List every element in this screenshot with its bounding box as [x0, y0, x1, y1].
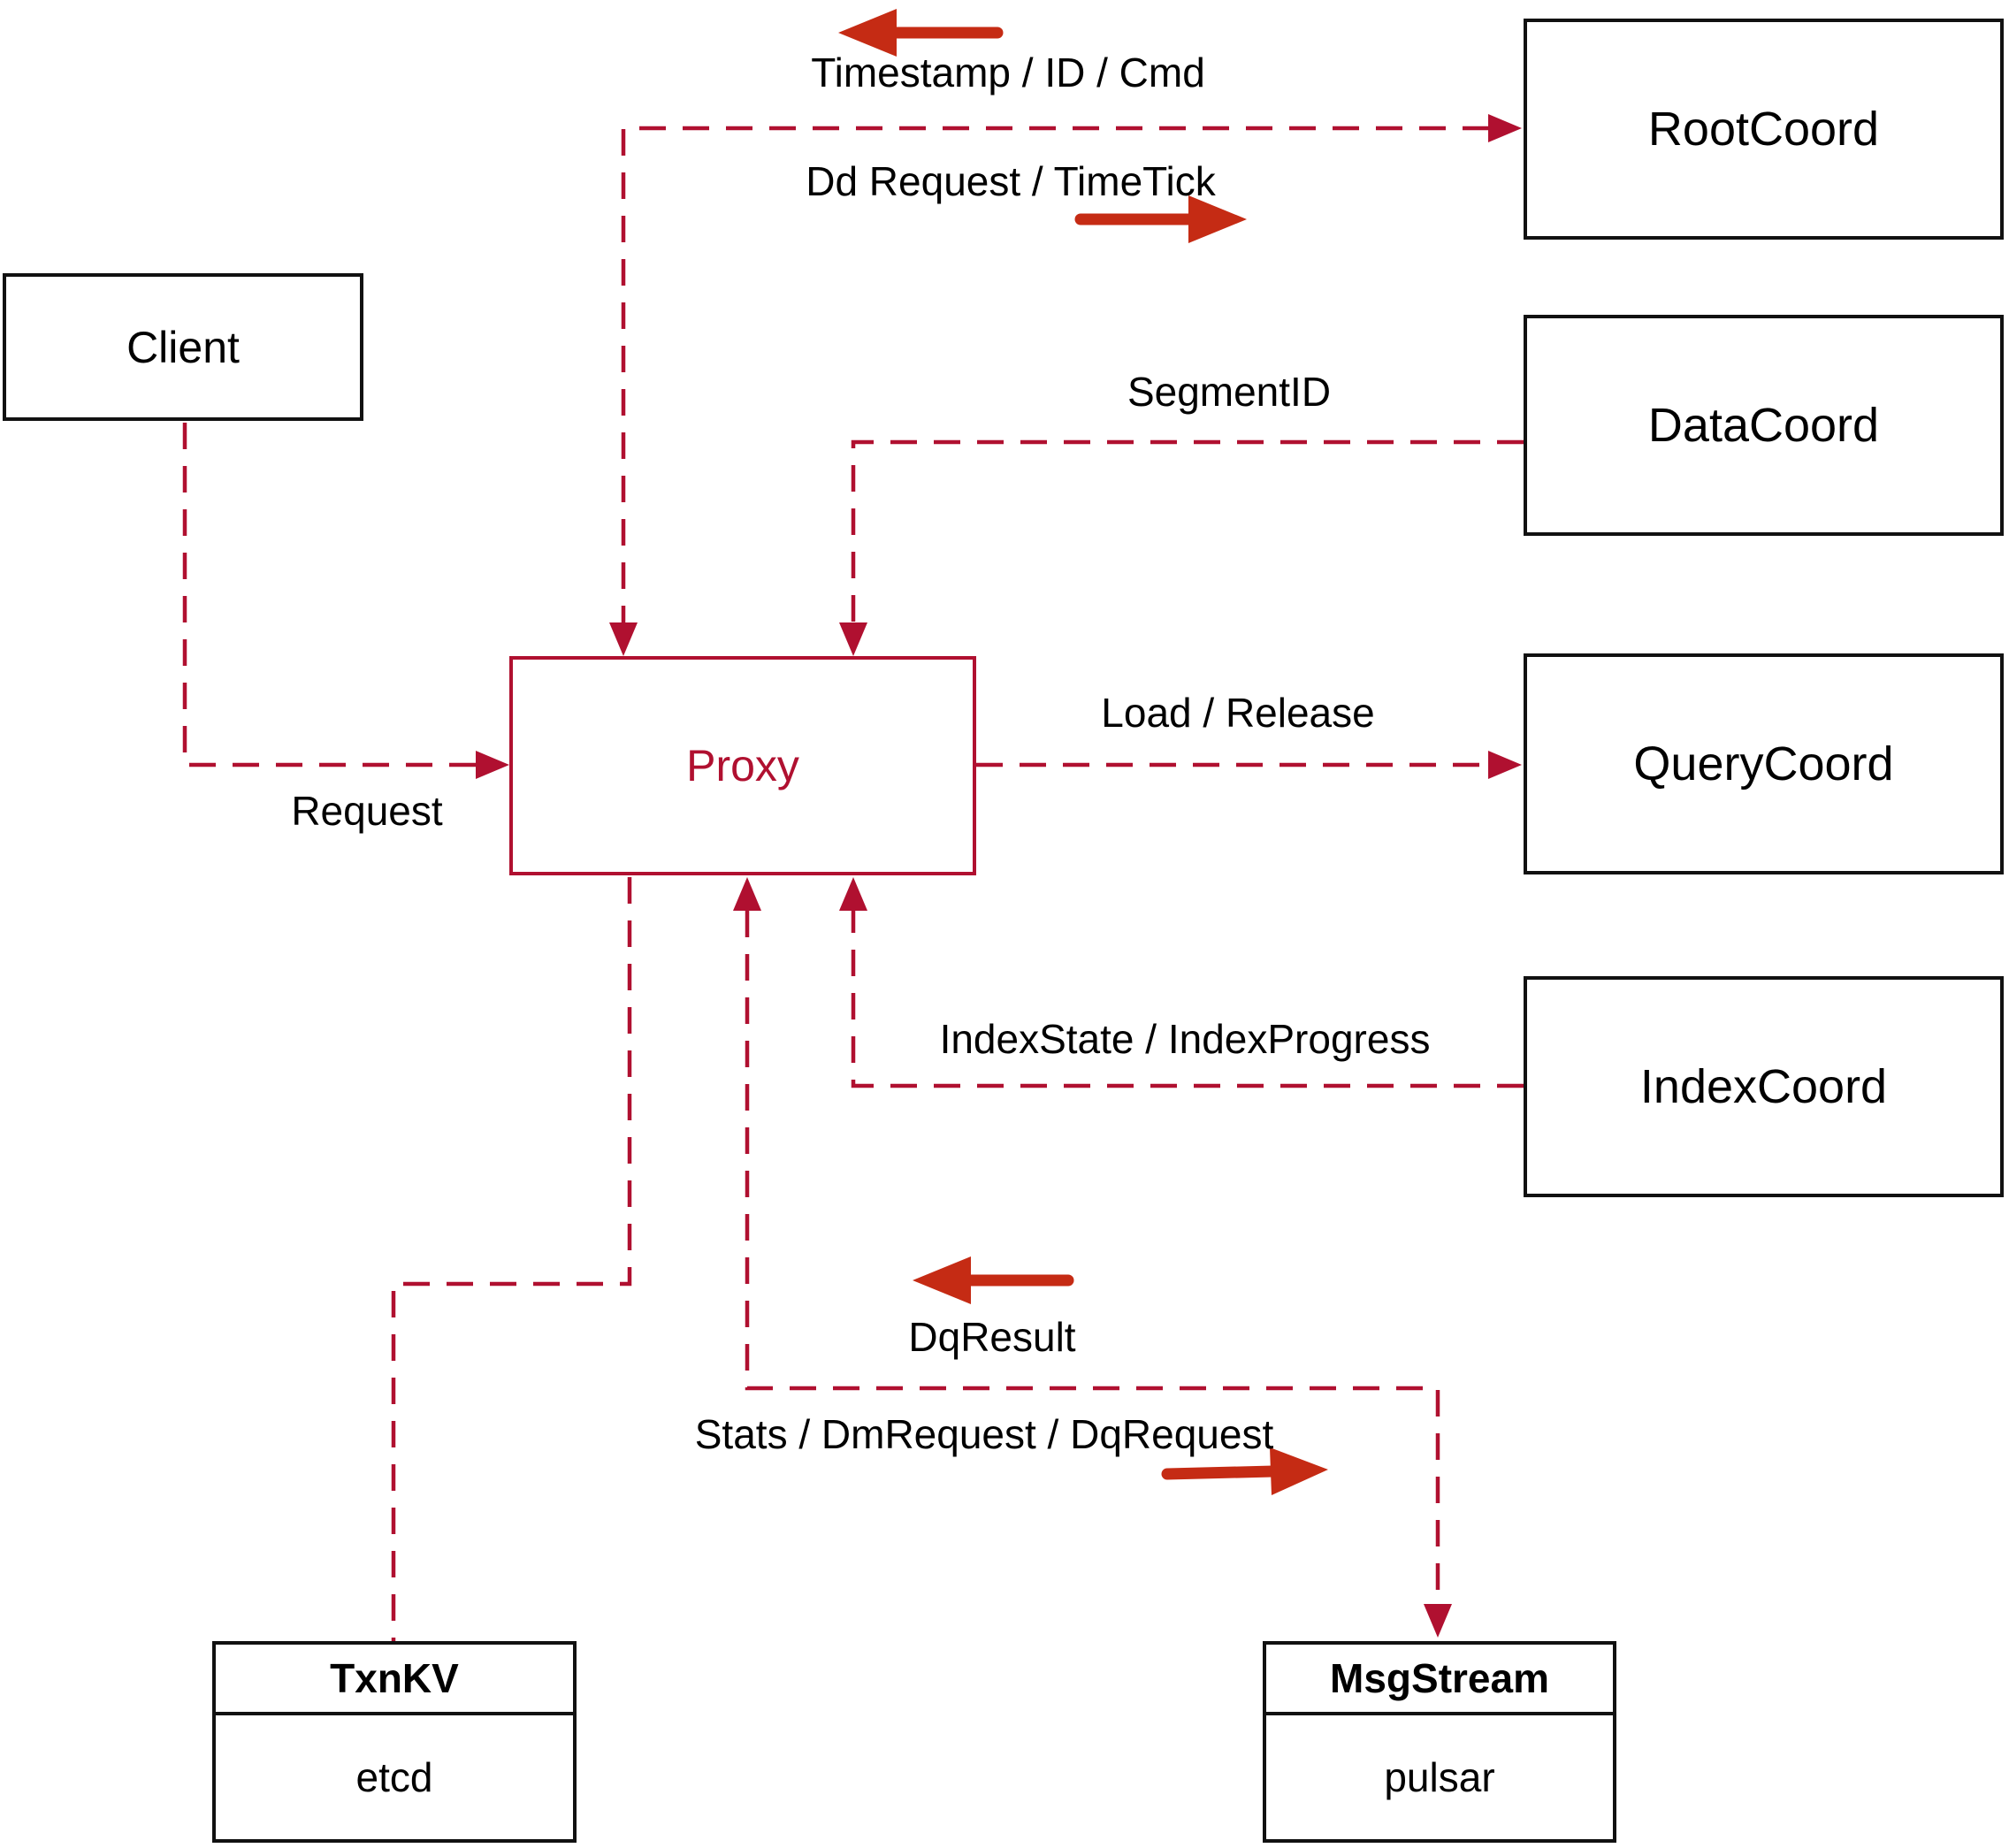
- direction-arrow-left-timestamp: [838, 9, 1004, 57]
- edge-label-dqresult: DqResult: [908, 1314, 1076, 1360]
- node-indexcoord: IndexCoord: [1524, 976, 2004, 1197]
- node-rootcoord: RootCoord: [1524, 19, 2004, 240]
- edge-label-stats-dmrequest-dqrequest: Stats / DmRequest / DqRequest: [694, 1411, 1274, 1457]
- node-querycoord: QueryCoord: [1524, 653, 2004, 874]
- arrowhead-into-msgstream: [1424, 1604, 1452, 1638]
- arrowhead-into-proxy-bottom-right: [839, 877, 867, 911]
- direction-arrow-left-dqresult: [913, 1256, 1074, 1304]
- arrowhead-into-proxy-left: [476, 751, 509, 779]
- arrowhead-into-proxy-bottom-left: [733, 877, 761, 911]
- edge-proxy-rootcoord: [621, 126, 1489, 622]
- node-indexcoord-label: IndexCoord: [1639, 1060, 1888, 1113]
- edge-label-timestamp-id-cmd: Timestamp / ID / Cmd: [811, 50, 1205, 95]
- node-client-label: Client: [126, 322, 240, 372]
- direction-arrow-right-stats: [1161, 1447, 1328, 1495]
- node-msgstream-title: MsgStream: [1266, 1645, 1613, 1715]
- node-msgstream: MsgStream pulsar: [1263, 1641, 1616, 1843]
- edge-proxy-msgstream: [745, 911, 1440, 1604]
- node-datacoord-label: DataCoord: [1647, 399, 1880, 452]
- direction-arrow-right-ddrequest: [1074, 195, 1247, 243]
- edge-label-ddrequest-timetick: Dd Request / TimeTick: [806, 158, 1216, 204]
- node-msgstream-sub: pulsar: [1384, 1754, 1495, 1800]
- edge-client-proxy: [182, 423, 477, 767]
- edge-proxy-txnkv: [391, 877, 632, 1641]
- edge-datacoord-proxy: [851, 439, 1524, 622]
- node-proxy: Proxy: [509, 656, 976, 875]
- edge-label-load-release: Load / Release: [1101, 690, 1375, 736]
- arrowhead-into-proxy-top-left: [609, 622, 638, 656]
- arrowhead-into-rootcoord: [1488, 114, 1522, 142]
- edge-indexcoord-proxy: [851, 911, 1524, 1088]
- node-proxy-label: Proxy: [686, 741, 799, 790]
- node-txnkv: TxnKV etcd: [212, 1641, 577, 1843]
- edge-label-request: Request: [291, 788, 443, 834]
- node-datacoord: DataCoord: [1524, 315, 2004, 536]
- edge-label-indexstate-indexprogress: IndexState / IndexProgress: [939, 1016, 1431, 1062]
- node-txnkv-sub: etcd: [355, 1754, 433, 1800]
- arrowhead-into-querycoord: [1488, 751, 1522, 779]
- node-client: Client: [3, 273, 363, 421]
- node-querycoord-label: QueryCoord: [1633, 737, 1894, 790]
- node-rootcoord-label: RootCoord: [1647, 103, 1880, 156]
- node-txnkv-title: TxnKV: [216, 1645, 573, 1715]
- arrowhead-into-proxy-top-right: [839, 622, 867, 656]
- edge-label-segmentid: SegmentID: [1127, 369, 1332, 415]
